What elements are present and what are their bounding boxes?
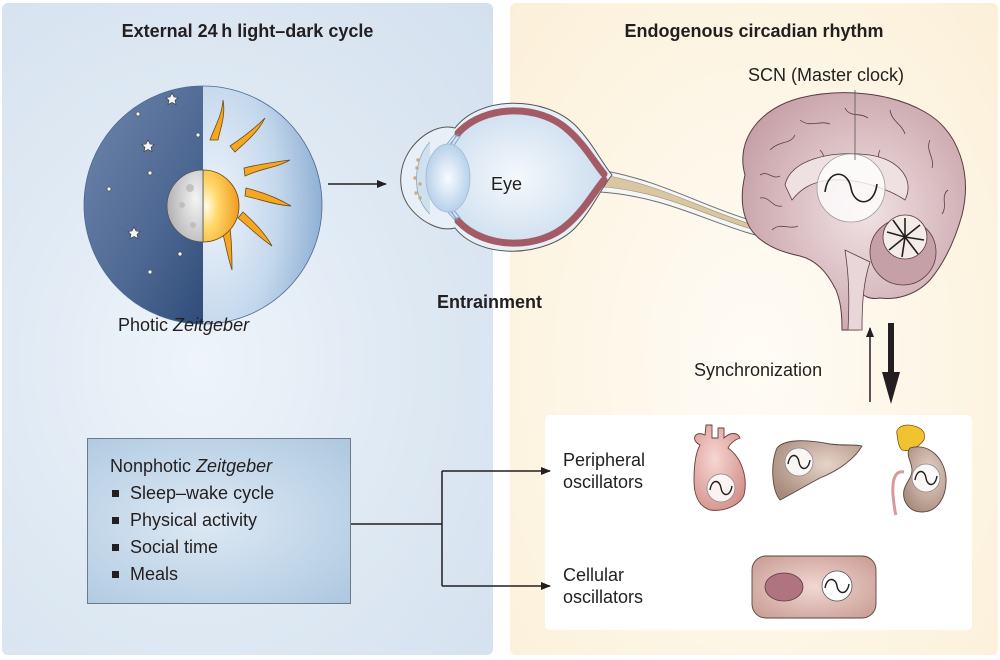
bullet-icon xyxy=(112,571,119,578)
list-item-label: Social time xyxy=(130,537,219,557)
entrainment-label: Entrainment xyxy=(437,292,543,312)
nucleus xyxy=(764,572,804,602)
brain-illustration xyxy=(741,90,966,331)
list-item: Social time xyxy=(110,534,350,561)
cellular-line1: Cellular xyxy=(563,565,625,585)
oscillation-wave-icon xyxy=(787,454,811,470)
nonphotic-list: Sleep–wake cycle Physical activity Socia… xyxy=(110,480,350,588)
star-icon xyxy=(195,132,201,138)
heart-icon xyxy=(693,424,746,511)
star-icon xyxy=(177,251,183,257)
photic-label-text: Photic xyxy=(118,315,174,335)
eye-label: Eye xyxy=(491,174,523,194)
list-item: Physical activity xyxy=(110,507,350,534)
oscillation-wave-icon xyxy=(824,173,878,203)
nonphotic-title-italic: Zeitgeber xyxy=(196,456,273,476)
bullet-icon xyxy=(112,544,119,551)
liver-icon xyxy=(772,440,863,501)
sun-icon xyxy=(202,169,240,243)
star-icon xyxy=(147,269,153,275)
stars xyxy=(106,92,201,275)
cellular-line2: oscillators xyxy=(563,587,644,607)
list-item-label: Physical activity xyxy=(130,510,258,530)
oscillation-wave-icon xyxy=(914,470,938,486)
peripheral-line1: Peripheral xyxy=(563,450,646,470)
cell-icon xyxy=(751,555,877,619)
kidney-icon xyxy=(891,424,947,516)
nonphotic-title: Nonphotic Zeitgeber xyxy=(110,453,350,480)
endogenous-rhythm-title: Endogenous circadian rhythm xyxy=(624,21,884,41)
scn-master-clock-label: SCN (Master clock) xyxy=(748,65,905,85)
nonphotic-title-text: Nonphotic xyxy=(110,456,197,476)
star-icon xyxy=(141,139,155,153)
photic-zeitgeber-label: Photic Zeitgeber xyxy=(118,315,249,336)
lens xyxy=(425,143,471,213)
external-cycle-title: External 24 h light–dark cycle xyxy=(121,21,374,41)
nonphotic-zeitgeber-box: Nonphotic Zeitgeber Sleep–wake cycle Phy… xyxy=(87,438,351,604)
moon-sun-icon xyxy=(83,85,323,325)
list-item: Meals xyxy=(110,561,350,588)
cellular-oscillators-label: Cellular oscillators xyxy=(563,564,643,608)
list-item-label: Sleep–wake cycle xyxy=(130,483,275,503)
photic-label-italic: Zeitgeber xyxy=(173,315,250,335)
star-icon xyxy=(127,226,141,240)
cerebellum xyxy=(869,214,937,286)
peripheral-oscillators-label: Peripheral oscillators xyxy=(563,449,645,493)
sun-rays xyxy=(209,99,292,271)
bullet-icon xyxy=(112,490,119,497)
star-icon xyxy=(135,111,141,117)
star-icon xyxy=(165,92,179,106)
synchronization-label: Synchronization xyxy=(694,360,823,380)
oscillation-wave-icon xyxy=(824,578,850,594)
star-icon xyxy=(106,186,112,192)
star-icon xyxy=(147,170,153,176)
eye-illustration xyxy=(400,102,613,252)
peripheral-line2: oscillators xyxy=(563,472,644,492)
oscillation-wave-icon xyxy=(709,480,733,496)
list-item-label: Meals xyxy=(130,564,179,584)
globe-outline xyxy=(83,85,323,325)
list-item: Sleep–wake cycle xyxy=(110,480,350,507)
nonphotic-connector xyxy=(351,467,551,590)
sync-down-arrow xyxy=(882,323,900,404)
bullet-icon xyxy=(112,517,119,524)
adrenal-gland xyxy=(896,424,925,451)
